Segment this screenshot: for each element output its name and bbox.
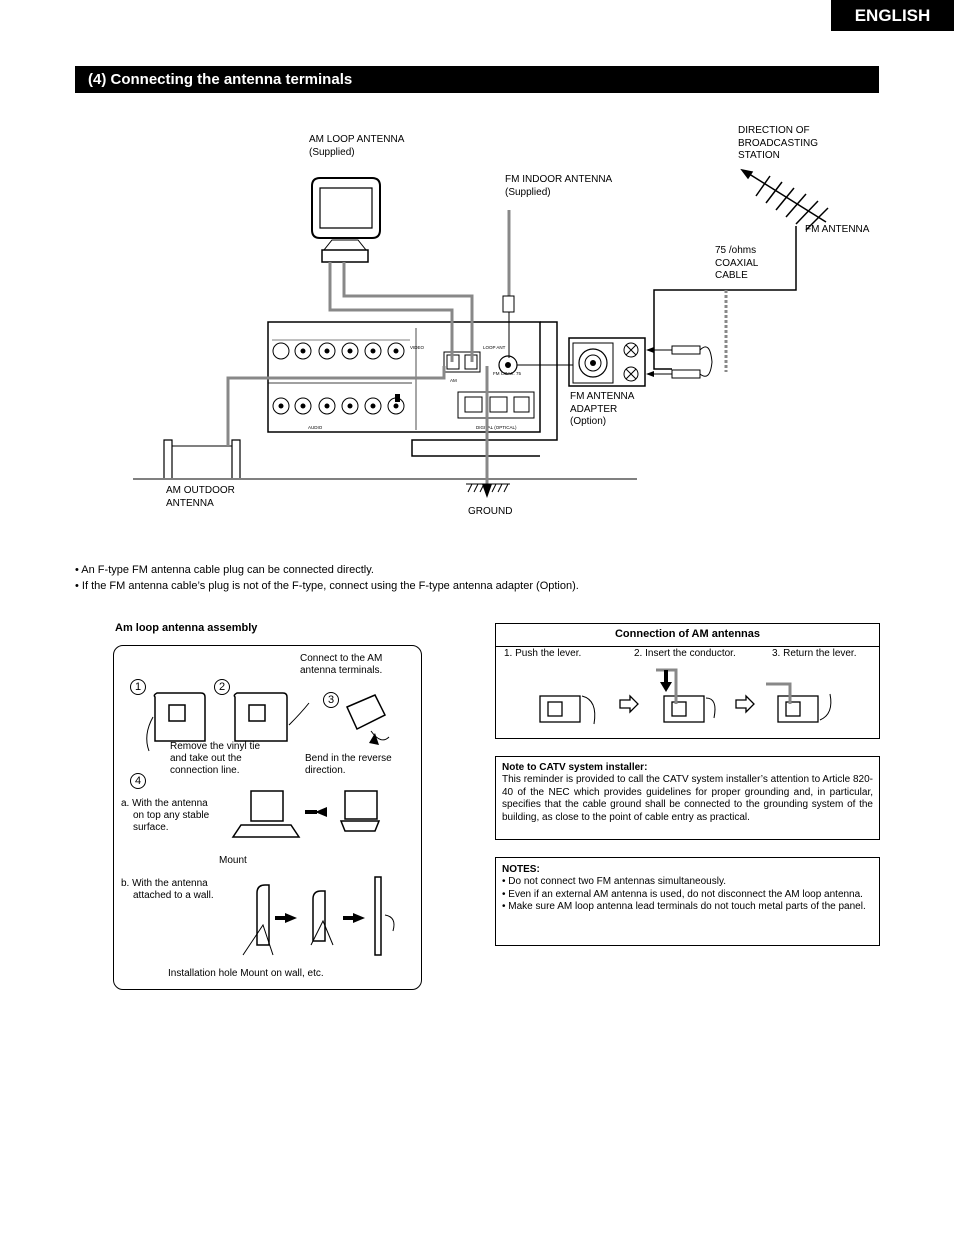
- ground-label: GROUND: [468, 506, 513, 517]
- panel-audio-label: AUDIO: [308, 425, 323, 430]
- assembly-title: Am loop antenna assembly: [115, 622, 258, 634]
- step-3-badge: 3: [323, 692, 339, 708]
- connection-title: Connection of AM antennas: [496, 624, 879, 647]
- am-outdoor-antenna-icon: [163, 366, 446, 478]
- step-2-badge: 2: [214, 679, 230, 695]
- receiver-rear-panel: VIDEO LOOP ANT AM FM COAX. 75 AUDIO DIGI…: [267, 321, 558, 457]
- step-4-badge: 4: [130, 773, 146, 789]
- notes-panel: NOTES: • Do not connect two FM antennas …: [495, 857, 880, 946]
- notes-title: NOTES:: [502, 864, 540, 875]
- catv-note: Note to CATV system installer: This remi…: [495, 756, 880, 840]
- am-loop-antenna-label: AM LOOP ANTENNA(Supplied): [309, 134, 405, 158]
- note-item: • Do not connect two FM antennas simulta…: [502, 876, 726, 887]
- option-b-instruction: b. With the antenna attached to a wall.: [121, 878, 214, 901]
- am-loop-antenna-icon: [311, 177, 381, 263]
- assembly-illustrations: [146, 692, 395, 956]
- catv-note-title: Note to CATV system installer:: [502, 762, 648, 773]
- panel-loop-ant-label: LOOP ANT: [483, 345, 506, 350]
- bullet-list: • An F-type FM antenna cable plug can be…: [75, 562, 579, 594]
- install-label: Installation hole Mount on wall, etc.: [168, 968, 324, 979]
- fm-antenna-adapter-icon: [517, 337, 713, 387]
- fm-outdoor-antenna-icon: [653, 168, 829, 372]
- connection-panel: Connection of AM antennas 1. Push the le…: [495, 623, 880, 739]
- ground-icon: [466, 366, 510, 498]
- note-item: • Make sure AM loop antenna lead termina…: [502, 901, 866, 912]
- assembly-panel: [113, 645, 422, 990]
- mount-label: Mount: [219, 855, 247, 866]
- step-1-badge: 1: [130, 679, 146, 695]
- panel-fm-label: FM COAX. 75: [493, 371, 522, 376]
- connection-illustrations: [539, 668, 832, 725]
- language-tab: ENGLISH: [831, 0, 954, 31]
- fm-indoor-antenna-icon: [502, 210, 515, 358]
- note-item: • Even if an external AM antenna is used…: [502, 888, 863, 900]
- section-title: (4) Connecting the antenna terminals: [75, 66, 879, 93]
- bullet-item: • An F-type FM antenna cable plug can be…: [75, 564, 374, 576]
- fm-indoor-antenna-label: FM INDOOR ANTENNA(Supplied): [505, 174, 613, 198]
- connection-step-1: 1. Push the lever.: [504, 648, 582, 659]
- bullet-item: • If the FM antenna cable’s plug is not …: [75, 580, 579, 592]
- panel-optical-label: DIGITAL (OPTICAL): [476, 425, 517, 430]
- fm-antenna-label: FM ANTENNA: [805, 224, 870, 235]
- catv-note-text: This reminder is provided to call the CA…: [502, 774, 873, 823]
- connection-step-2: 2. Insert the conductor.: [634, 648, 736, 659]
- panel-video-label: VIDEO: [410, 345, 425, 350]
- antenna-connection-diagram: VIDEO LOOP ANT AM FM COAX. 75 AUDIO DIGI…: [133, 168, 829, 498]
- connection-step-3: 3. Return the lever.: [772, 648, 857, 659]
- panel-am-label: AM: [450, 378, 457, 383]
- option-a-instruction: a. With the antenna on top any stable su…: [121, 798, 210, 833]
